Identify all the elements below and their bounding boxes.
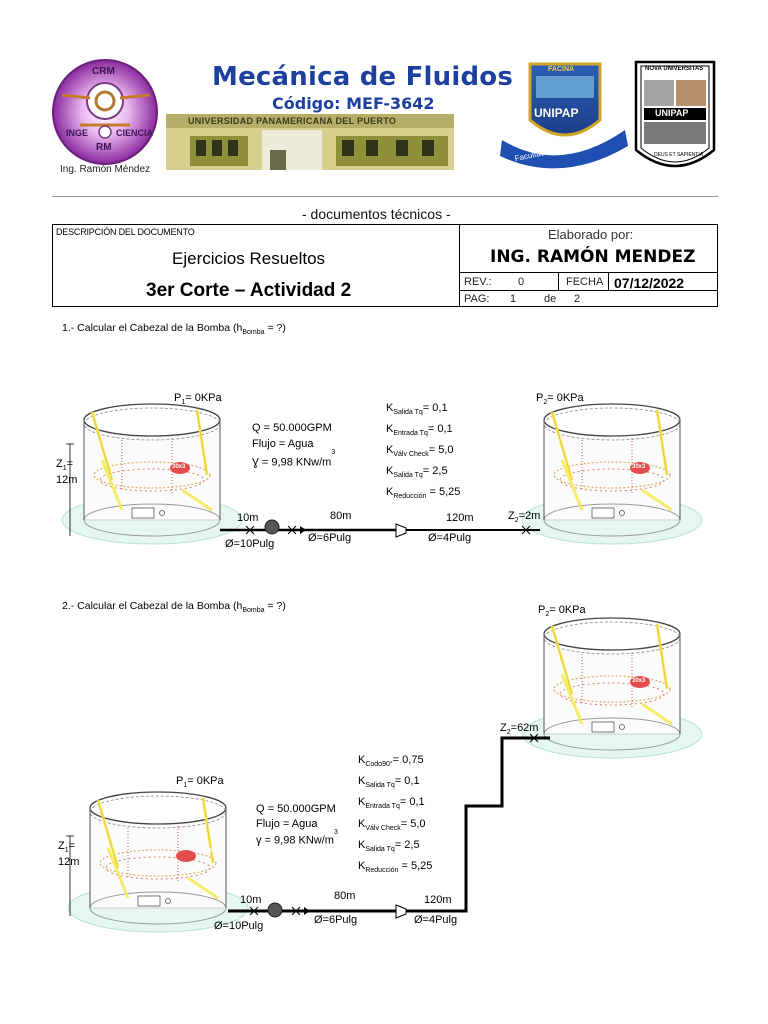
diameter-3: Ø=4Pulg (414, 914, 458, 926)
building-sign: UNIVERSIDAD PANAMERICANA DEL PUERTO (188, 116, 397, 126)
page-label: PAG: (464, 293, 490, 305)
faculty-logo-name: UNIPAP (534, 106, 579, 120)
table-divider (459, 224, 460, 307)
tank-badge: 30x3 (632, 678, 646, 684)
k-coefficient: KSalida Tq= 2,5 (386, 465, 448, 480)
date-label: FECHA (566, 276, 604, 288)
k-coefficient: KReducción = 5,25 (358, 860, 433, 875)
document-title: Ejercicios Resueltos (172, 249, 326, 268)
seal-name: UNIPAP (655, 108, 689, 118)
seal-top-text: NOVA UNIVERSITAS (645, 66, 704, 72)
prepared-by-label: Elaborado por: (548, 227, 634, 242)
document-subtitle: 3er Corte – Actividad 2 (146, 280, 352, 301)
length-3: 120m (424, 894, 452, 906)
k-coefficient: KEntrada Tq= 0,1 (386, 423, 453, 438)
length-2: 80m (330, 510, 352, 522)
problem-1-question: 1.- Calcular el Cabezal de la Bomba (hBo… (62, 322, 286, 337)
length-3: 120m (446, 512, 474, 524)
table-divider (558, 272, 559, 290)
university-building-photo (166, 114, 454, 170)
diameter-2: Ø=6Pulg (314, 914, 358, 926)
specific-weight: Ɣ = 9,98 KNw/m3 (252, 449, 336, 469)
date-value: 07/12/2022 (614, 275, 685, 291)
description-label: DESCRIPCIÓN DEL DOCUMENTO (56, 227, 195, 237)
faculty-shield-logo (500, 62, 628, 169)
documents-caption: - documentos técnicos - (302, 206, 451, 222)
diameter-1: Ø=10Pulg (214, 920, 264, 932)
flow-rate: Q = 50.000GPM (256, 803, 336, 815)
page-of: de (544, 293, 557, 305)
university-seal (634, 60, 716, 168)
problem-1-diagram (60, 402, 704, 546)
k-coefficient: KVálv Check= 5,0 (386, 444, 454, 459)
crm-logo-text-top: CRM (92, 66, 115, 77)
problem-2-question: 2.- Calcular el Cabezal de la Bomba (hBo… (62, 600, 286, 615)
k-coefficient: KCodo90°= 0,75 (358, 754, 424, 769)
length-1: 10m (237, 512, 259, 524)
k-coefficient: KReducción = 5,25 (386, 486, 461, 501)
length-1: 10m (240, 894, 262, 906)
crm-logo-text-left: INGE (66, 128, 89, 138)
k-coefficient: KEntrada Tq= 0,1 (358, 796, 425, 811)
tank-badge: 30x3 (632, 464, 646, 470)
crm-logo (52, 59, 158, 165)
table-divider (608, 272, 609, 290)
author-caption: Ing. Ramón Méndez (60, 164, 151, 175)
z1-label: Z1= (58, 840, 76, 855)
page-total: 2 (574, 293, 581, 305)
k-coefficient: KSalida Tq= 0,1 (358, 775, 420, 790)
p1-label: P1= 0KPa (176, 775, 224, 790)
p2-label: P2= 0KPa (536, 392, 584, 407)
course-code: Código: MEF-3642 (272, 94, 435, 113)
z2-label: Z2=62m (500, 722, 539, 737)
seal-motto: DEUS ET SAPIENTIA (654, 152, 704, 158)
z1-value: 12m (56, 474, 78, 486)
z2-label: Z2=2m (508, 510, 541, 525)
diameter-1: Ø=10Pulg (225, 538, 275, 550)
k-coefficient: KSalida Tq= 0,1 (386, 402, 448, 417)
p2-label: P2= 0KPa (538, 604, 586, 619)
header-divider (52, 196, 718, 197)
table-divider (459, 290, 718, 291)
revision-value: 0 (518, 276, 525, 288)
k-coefficient: KVálv Check= 5,0 (358, 818, 426, 833)
problem-2-diagram (66, 616, 704, 934)
length-2: 80m (334, 890, 356, 902)
tank-badge: 30x3 (172, 464, 186, 470)
specific-weight: γ = 9,98 KNw/m3 (256, 829, 338, 847)
document-info-table (52, 224, 718, 307)
k-coefficient: KSalida Tq= 2,5 (358, 839, 420, 854)
fluid-type: Flujo = Agua (252, 438, 314, 450)
tank-badge: 30x3 (208, 848, 222, 854)
author-name: ING. RAMÓN MENDEZ (490, 247, 696, 267)
faculty-logo-top: FACINA (548, 66, 575, 73)
table-divider (459, 272, 718, 273)
p1-label: P1= 0KPa (174, 392, 222, 407)
course-title: Mecánica de Fluidos (212, 62, 514, 92)
diameter-2: Ø=6Pulg (308, 532, 352, 544)
diameter-3: Ø=4Pulg (428, 532, 472, 544)
page-value: 1 (510, 293, 517, 305)
z1-label: Z1= (56, 458, 74, 473)
revision-label: REV.: (464, 276, 492, 288)
flow-rate: Q = 50.000GPM (252, 422, 332, 434)
fluid-type: Flujo = Agua (256, 818, 318, 830)
crm-logo-text-right: CIENCIA (116, 128, 154, 138)
crm-logo-text-bottom: RM (96, 142, 112, 153)
z1-value: 12m (58, 856, 80, 868)
